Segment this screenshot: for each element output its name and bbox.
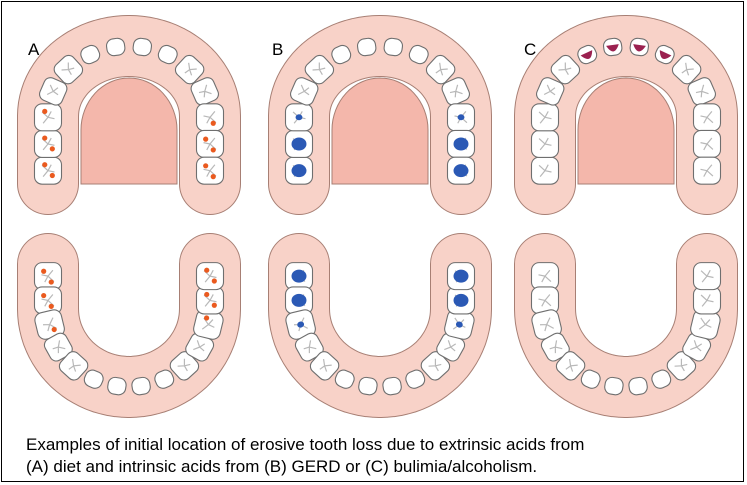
- erosion-spot: [42, 109, 47, 114]
- tooth: [197, 104, 224, 131]
- tooth: [629, 37, 649, 56]
- panel-label-b: B: [272, 40, 283, 60]
- tooth: [448, 130, 475, 157]
- erosion-spot: [42, 135, 47, 140]
- upper-arch-c: [532, 37, 721, 184]
- tooth: [35, 104, 62, 131]
- panel-label-a: A: [28, 40, 39, 60]
- erosion-patch: [296, 114, 303, 120]
- erosion-spot: [203, 163, 208, 168]
- erosion-spot: [41, 293, 46, 298]
- tooth: [694, 130, 721, 157]
- tooth: [448, 263, 475, 290]
- erosion-patch: [458, 114, 465, 120]
- erosion-patch: [454, 164, 469, 177]
- erosion-spot: [211, 121, 216, 126]
- tooth: [448, 287, 475, 314]
- tooth: [35, 157, 62, 184]
- tooth: [448, 104, 475, 131]
- tooth: [35, 263, 62, 290]
- erosion-patch: [292, 164, 307, 177]
- tooth: [532, 130, 559, 157]
- tooth: [532, 287, 559, 314]
- lower-arch-c: [530, 263, 721, 396]
- panel-label-c: C: [524, 40, 536, 60]
- lower-arch-b: [284, 263, 475, 396]
- upper-arch-a: [35, 37, 224, 184]
- tooth-crown: [106, 37, 126, 56]
- erosion-spot: [49, 304, 54, 309]
- tooth: [286, 157, 313, 184]
- palate: [578, 78, 674, 184]
- tooth: [132, 37, 152, 56]
- erosion-patch: [454, 137, 469, 150]
- tooth: [357, 37, 377, 56]
- tooth: [286, 104, 313, 131]
- tooth: [35, 130, 62, 157]
- erosion-spot: [42, 162, 47, 167]
- erosion-spot: [49, 279, 54, 284]
- erosion-spot: [50, 146, 55, 151]
- tooth: [197, 157, 224, 184]
- erosion-patch: [454, 270, 469, 283]
- tooth: [694, 263, 721, 290]
- palate: [81, 78, 177, 184]
- tooth: [603, 37, 623, 56]
- tooth: [694, 104, 721, 131]
- tooth: [197, 263, 224, 290]
- upper-arch-b: [286, 37, 475, 184]
- tooth-crown: [132, 37, 152, 56]
- erosion-spot: [212, 303, 217, 308]
- tooth: [694, 287, 721, 314]
- caption-line-2: (A) diet and intrinsic acids from (B) GE…: [26, 456, 736, 478]
- tooth: [286, 287, 313, 314]
- lower-arch-a: [33, 263, 224, 396]
- tooth: [197, 287, 224, 314]
- tooth: [532, 157, 559, 184]
- tooth: [532, 263, 559, 290]
- erosion-patch: [454, 294, 469, 307]
- tooth: [383, 37, 403, 56]
- caption-line-1: Examples of initial location of erosive …: [26, 434, 736, 456]
- tooth-crown: [357, 37, 377, 56]
- tooth: [286, 263, 313, 290]
- erosion-spot: [203, 137, 208, 142]
- erosion-spot: [204, 292, 209, 297]
- erosion-patch: [292, 294, 307, 307]
- erosion-spot: [212, 278, 217, 283]
- tooth: [35, 287, 62, 314]
- tooth: [286, 130, 313, 157]
- tooth: [532, 104, 559, 131]
- tooth-crown: [383, 37, 403, 56]
- erosion-spot: [211, 174, 216, 179]
- tooth: [694, 157, 721, 184]
- tooth: [197, 130, 224, 157]
- erosion-spot: [211, 147, 216, 152]
- tooth: [106, 37, 126, 56]
- erosion-spot: [41, 269, 46, 274]
- figure-caption: Examples of initial location of erosive …: [26, 434, 736, 478]
- erosion-spot: [204, 268, 209, 273]
- erosion-patch: [292, 137, 307, 150]
- erosion-spot: [50, 173, 55, 178]
- erosion-patch: [292, 270, 307, 283]
- tooth: [448, 157, 475, 184]
- palate: [332, 78, 428, 184]
